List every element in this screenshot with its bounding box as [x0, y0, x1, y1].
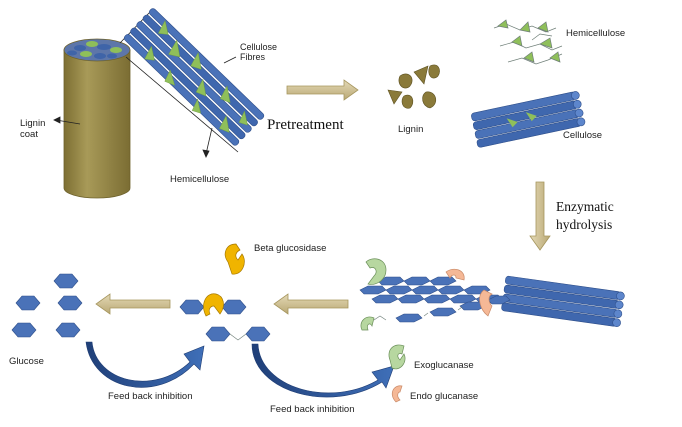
- lignin-coat-label-line-1: Lignin: [20, 118, 46, 129]
- endo-glucanase-label: Endo glucanase: [410, 391, 479, 402]
- enzymatic-hydrolysis-label: Enzymatic hydrolysis: [556, 198, 614, 233]
- enzymatic-hydrolysis-label-line-1: Enzymatic: [556, 199, 614, 214]
- cellobiose-release-arrow: [273, 293, 349, 315]
- cellulose-fibre-bundle: [123, 8, 265, 146]
- pretreatment-arrow: [286, 79, 359, 101]
- cellulose-label: Cellulose: [563, 130, 603, 141]
- feedback-inhibition-label-2: Feed back inhibition: [270, 404, 355, 415]
- cross-section-fibres: [67, 41, 122, 59]
- feedback-inhibition-arrow-1: [85, 341, 205, 388]
- exoglucanase-label: Exoglucanase: [414, 360, 474, 371]
- enzymatic-hydrolysis-arrow: [529, 181, 551, 251]
- hemicellulose-right-label: Hemicellulose: [566, 28, 626, 39]
- lignin-coat-label-line-2: coat: [20, 128, 38, 140]
- glucose-units: [11, 273, 83, 338]
- cellulose-bundle: [471, 91, 586, 148]
- cellulose-fibres-label: Cellulose Fibres: [240, 42, 277, 63]
- label-pointers: [53, 56, 237, 158]
- glucose-release-arrow: [95, 293, 171, 315]
- lignin-label: Lignin: [398, 124, 424, 135]
- hemicellulose-left-label: Hemicellulose: [170, 174, 230, 185]
- beta-glucosidase-label: Beta glucosidase: [254, 243, 327, 254]
- endo-glucanase-legend-icon: [391, 385, 403, 403]
- feedback-inhibition-label-1: Feed back inhibition: [108, 391, 193, 402]
- lignin-coat-cylinder: [63, 38, 131, 199]
- cellobiose-units: [179, 299, 271, 342]
- exoglucanase-legend-icon: [388, 344, 406, 370]
- feedback-inhibition-arrow-2: [251, 343, 395, 398]
- hemicellulose-chains: [493, 19, 563, 65]
- cellulose-hydrolysis-site: [359, 258, 625, 331]
- beta-glucosidase-bound-enzyme: [203, 293, 224, 317]
- lignin-coat-label: Lignin coat: [20, 118, 46, 141]
- pretreatment-label: Pretreatment: [267, 117, 344, 133]
- glucose-label: Glucose: [9, 356, 44, 367]
- cellulose-fibres-label-line-2: Fibres: [240, 52, 266, 63]
- beta-glucosidase-enzyme: [224, 243, 245, 275]
- lignin-pieces: [387, 64, 440, 109]
- cellulose-fibres-label-line-1: Cellulose: [240, 42, 278, 52]
- enzymatic-hydrolysis-label-line-2: hydrolysis: [556, 216, 613, 232]
